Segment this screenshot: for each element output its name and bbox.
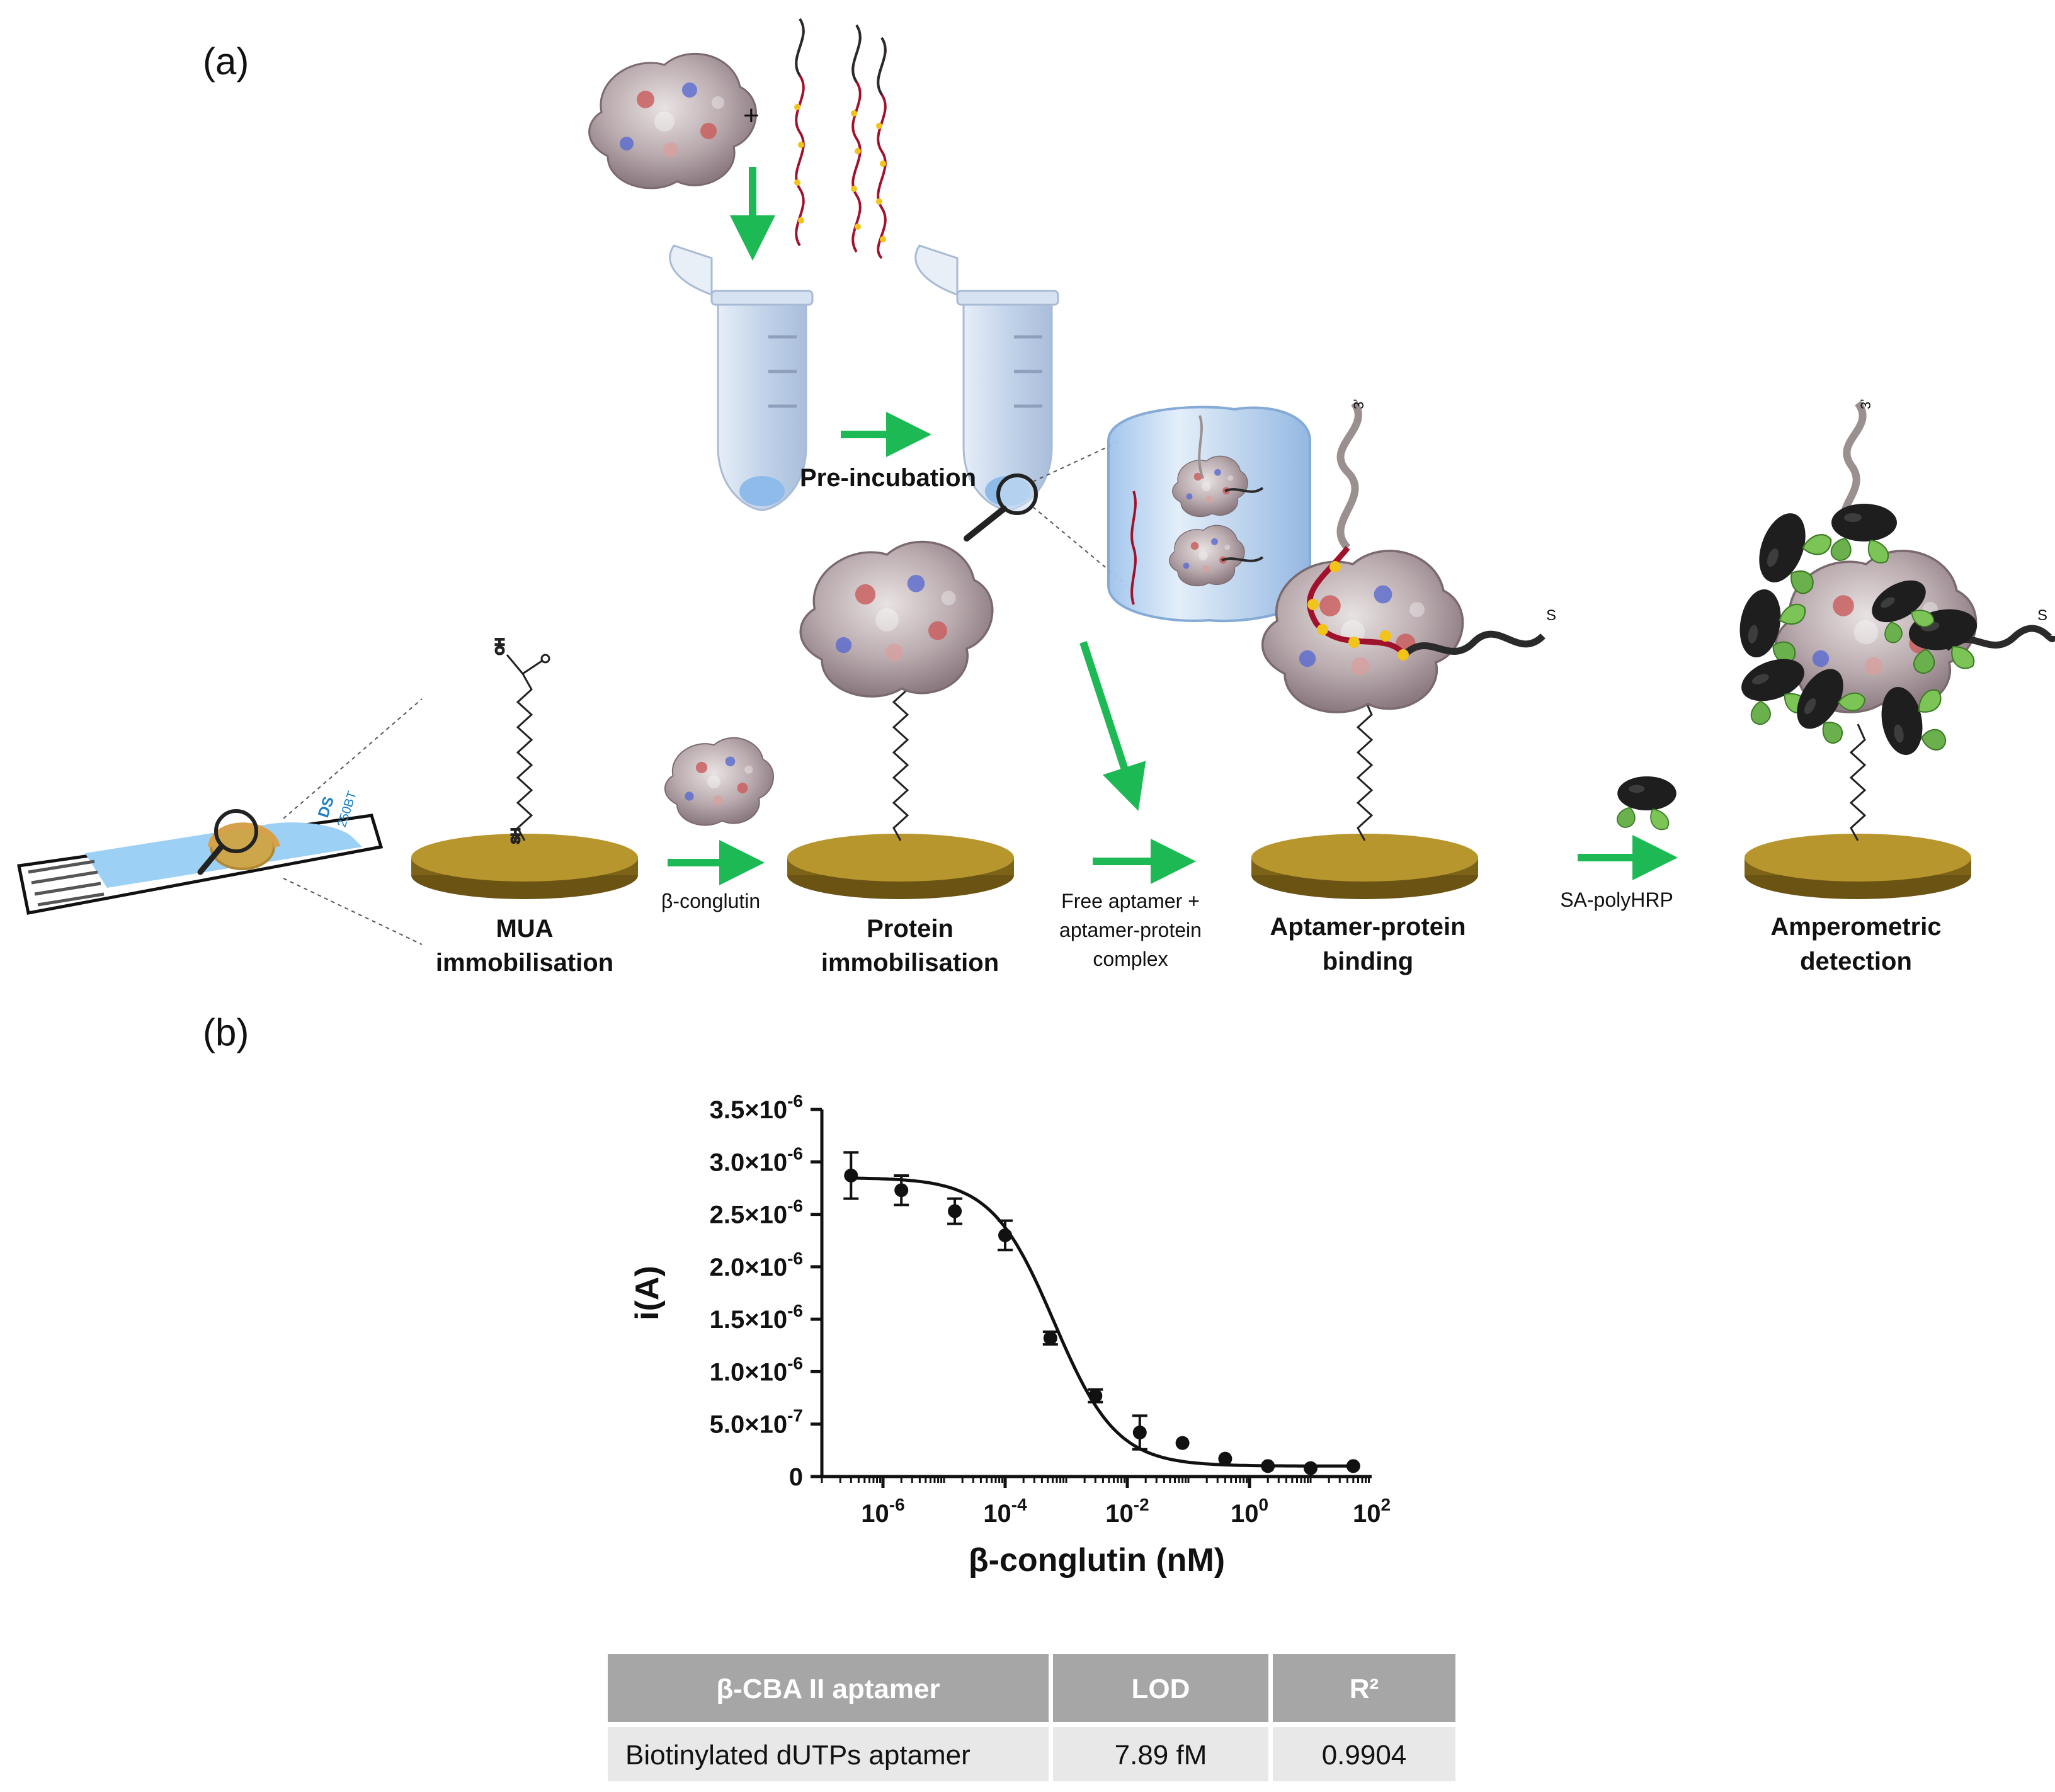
data-point-6 — [1132, 1426, 1147, 1440]
y-tick-label-6: 5.0×10-7 — [710, 1406, 803, 1439]
zoom-electrode-bottom — [283, 878, 423, 945]
free-protein-top — [588, 52, 757, 190]
x-tick-label-4: 102 — [1353, 1495, 1391, 1528]
label-amperometric-2: detection — [1800, 948, 1912, 975]
x-tick-label-2: 10-2 — [1105, 1495, 1149, 1528]
table-row-cell-2 — [1053, 1727, 1268, 1781]
magnifier-icon — [964, 474, 1038, 542]
x-axis-title: β-conglutin (nM) — [969, 1542, 1225, 1579]
x-tick-label-1: 10-4 — [983, 1495, 1027, 1528]
arrow-add-mixture — [1079, 641, 1146, 811]
table-header-cell-2 — [1053, 1654, 1268, 1722]
y-axis: 3.5×10-6 3.0×10-6 2.5×10-6 2.0×10-6 1.5×10-6… — [710, 1091, 824, 1491]
panel-b-label: (b) — [203, 1011, 249, 1053]
label-amperometric-1: Amperometric — [1770, 913, 1941, 941]
y-tick-label-0: 3.5×10-6 — [710, 1091, 803, 1124]
y-tick-label-5: 1.0×10-6 — [710, 1353, 803, 1386]
panel-a-label: (a) — [203, 40, 249, 82]
data-point-0 — [844, 1168, 858, 1182]
label-protein-2: immobilisation — [821, 949, 999, 977]
electrode-label-ds: DS — [315, 795, 338, 820]
y-axis-title: i(A) — [629, 1266, 666, 1320]
strand-3prime-label: 3' — [1351, 399, 1367, 409]
gold-disk-mua — [411, 834, 638, 899]
screen-printed-electrode: DS 250BT — [17, 790, 384, 915]
table-header-r2: R² — [1350, 1674, 1379, 1704]
data-point-3 — [998, 1228, 1012, 1242]
protein-immobilised — [799, 540, 994, 841]
data-point-4 — [1043, 1331, 1057, 1346]
table-header-cell-3 — [1273, 1654, 1455, 1722]
zoom-line-top — [1032, 440, 1122, 482]
x-tick-label-3: 100 — [1231, 1495, 1268, 1528]
gold-disk-detection — [1745, 834, 1971, 899]
step-labels: MUA immobilisation Protein immobilisatio… — [436, 888, 1942, 977]
data-point-5 — [1088, 1388, 1103, 1403]
table-cell-lod: 7.89 fM — [1115, 1740, 1207, 1771]
y-tick-label-7: 0 — [789, 1463, 803, 1491]
zoom-capsule — [1107, 405, 1311, 623]
strand-3prime-label-2: 3' — [1858, 399, 1874, 409]
data-point-9 — [1261, 1459, 1275, 1473]
gold-disk-aptamer — [1251, 834, 1478, 899]
aptamer-protein-bound: 3' S — [1261, 399, 1556, 841]
table-row-cell-3 — [1273, 1727, 1455, 1781]
label-protein-1: Protein — [867, 915, 953, 943]
table-header-aptamer: β-CBA II aptamer — [716, 1674, 940, 1704]
label-pre-incubation: Pre-incubation — [800, 464, 976, 492]
free-protein-small — [664, 737, 775, 826]
y-tick-label-4: 1.5×10-6 — [710, 1301, 803, 1334]
table-row-cell-1 — [608, 1727, 1049, 1781]
data-point-7 — [1175, 1436, 1190, 1450]
x-tick-label-0: 10-6 — [861, 1495, 904, 1528]
label-aptamer-1: Aptamer-protein — [1270, 913, 1466, 941]
table-cell-aptamer: Biotinylated dUTPs aptamer — [625, 1740, 971, 1771]
mua-thiol-label: SH — [509, 828, 522, 844]
y-tick-label-1: 3.0×10-6 — [710, 1143, 803, 1176]
data-point-11 — [1346, 1459, 1360, 1473]
data-point-10 — [1304, 1461, 1318, 1475]
gold-disk-protein — [787, 834, 1014, 899]
zoom-line-bottom — [1032, 506, 1128, 586]
label-mua-2: immobilisation — [436, 949, 613, 977]
strand-s-label: S — [1546, 607, 1556, 624]
aptamer-strands-top — [794, 18, 887, 259]
label-sa-polyhrp: SA-polyHRP — [1560, 888, 1673, 911]
table-cell-r2: 0.9904 — [1322, 1740, 1407, 1771]
table-header-lod: LOD — [1132, 1674, 1190, 1704]
results-table: β-CBA II aptamer LOD R² Biotinylated dUT… — [608, 1654, 1455, 1781]
label-free-1: Free aptamer + — [1061, 890, 1200, 912]
y-tick-label-3: 2.0×10-6 — [710, 1249, 803, 1281]
label-beta-conglutin: β-conglutin — [661, 890, 760, 912]
mua-chain: SH OH — [493, 637, 550, 845]
label-mua-1: MUA — [496, 915, 553, 943]
strand-s-label-2: S — [2037, 607, 2047, 624]
y-tick-label-2: 2.5×10-6 — [710, 1196, 803, 1229]
label-aptamer-2: binding — [1323, 948, 1413, 975]
zoom-electrode-top — [283, 698, 423, 819]
data-points — [843, 1151, 1360, 1475]
label-free-3: complex — [1093, 948, 1168, 970]
data-point-1 — [894, 1183, 909, 1198]
x-axis: 10-6 10-4 10-2 100 102 — [821, 1475, 1391, 1528]
dose-response-chart: 3.5×10-6 3.0×10-6 2.5×10-6 2.0×10-6 1.5×10-6… — [629, 1091, 1391, 1579]
table-header-cell-1 — [608, 1654, 1049, 1722]
tube-mix — [670, 246, 812, 510]
fit-curve — [851, 1176, 1353, 1468]
data-point-8 — [1218, 1451, 1232, 1466]
amperometric-complex: 3' S — [1734, 399, 2055, 841]
plus-sign: + — [743, 100, 760, 131]
data-point-2 — [948, 1204, 962, 1218]
label-free-2: aptamer-protein — [1059, 919, 1202, 941]
mua-carboxyl-label: OH — [494, 638, 506, 655]
sa-polyhrp-free — [1616, 776, 1677, 831]
